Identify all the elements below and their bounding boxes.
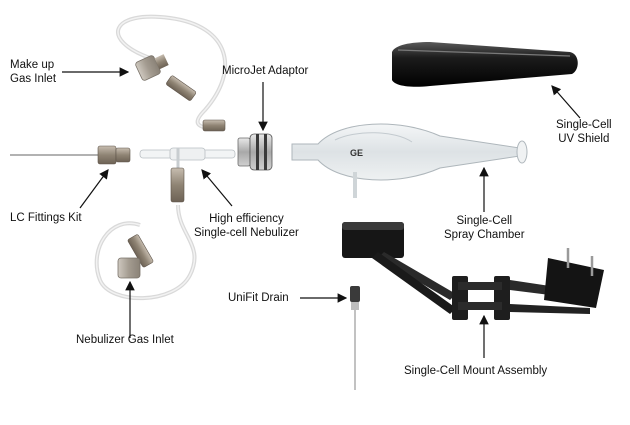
- microjet-adaptor: [237, 133, 273, 171]
- arrow-nebulizer: [201, 169, 233, 207]
- uv-shield: [392, 42, 578, 87]
- label-makeup-gas-inlet: Make up Gas Inlet: [10, 58, 56, 86]
- mount-assembly: [342, 222, 604, 320]
- label-line: Gas Inlet: [10, 73, 57, 85]
- arrow-lc-fittings: [79, 169, 109, 209]
- nebulizer: [139, 147, 236, 168]
- label-line: Make up: [10, 59, 55, 71]
- label-mount-assembly: Single-Cell Mount Assembly: [404, 365, 548, 377]
- label-line: Single-cell Nebulizer: [194, 227, 299, 239]
- makeup-gas-fitting: [166, 75, 197, 101]
- label-microjet-adaptor: MicroJet Adaptor: [222, 65, 309, 77]
- label-line: Single-Cell: [556, 119, 612, 131]
- nebulizer-gas-tube: [94, 167, 197, 301]
- nebulizer-gas-cap: [117, 257, 141, 279]
- makeup-gas-tube: [116, 14, 228, 132]
- label-nebulizer: High efficiency Single-cell Nebulizer: [194, 212, 299, 240]
- makeup-gas-cap: [135, 54, 169, 81]
- label-line: Single-Cell: [456, 215, 513, 227]
- label-spray-chamber: Single-Cell Spray Chamber: [444, 214, 525, 242]
- unifit-drain: [350, 286, 360, 390]
- arrow-uv-shield: [551, 85, 581, 119]
- label-line: UV Shield: [558, 133, 610, 145]
- callout-arrows: [62, 67, 581, 358]
- lc-fitting-assembly: [10, 145, 131, 165]
- nebulizer-gas-fitting-top: [170, 167, 185, 203]
- label-nebulizer-gas-inlet: Nebulizer Gas Inlet: [76, 334, 174, 346]
- spray-chamber-logo: GE: [350, 148, 363, 158]
- spray-chamber: GE: [291, 123, 528, 198]
- nebulizer-gas-fitting: [127, 234, 154, 268]
- label-line: High efficiency: [209, 213, 284, 225]
- label-lc-fittings-kit: LC Fittings Kit: [10, 212, 82, 224]
- label-unifit-drain: UniFit Drain: [228, 292, 289, 304]
- label-uv-shield: Single-Cell UV Shield: [556, 118, 612, 146]
- label-line: Spray Chamber: [444, 229, 525, 241]
- makeup-gas-end-fitting: [202, 119, 226, 132]
